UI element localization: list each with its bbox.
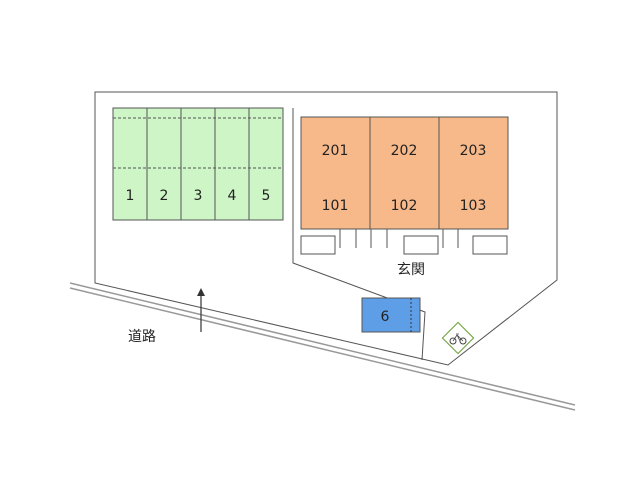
room-201: 201 <box>322 143 349 159</box>
inner-boundary <box>292 108 426 361</box>
bicycle-icon <box>441 321 475 355</box>
apartment-building: 201 202 203 101 102 103 <box>300 116 509 255</box>
parking-space-1: 1 <box>126 188 135 204</box>
parking-area: 1 2 3 4 5 <box>112 107 284 221</box>
room-203: 203 <box>460 143 487 159</box>
entrance-label: 玄関 <box>397 261 425 278</box>
room-202: 202 <box>391 143 418 159</box>
parking-space-4: 4 <box>228 188 237 204</box>
arrow-up-icon <box>197 288 205 332</box>
parking-space-3: 3 <box>194 188 203 204</box>
road-label: 道路 <box>128 329 156 345</box>
building-block <box>300 116 509 230</box>
parking-space-5: 5 <box>262 188 271 204</box>
room-103: 103 <box>460 198 487 214</box>
parking-space-6-label: 6 <box>381 309 390 325</box>
parking-space-2: 2 <box>160 188 169 204</box>
room-102: 102 <box>391 198 418 214</box>
parking-space-6: 6 <box>361 297 421 333</box>
road <box>69 282 576 411</box>
room-101: 101 <box>322 198 349 214</box>
parking-block <box>112 107 284 221</box>
entrance-porches <box>300 229 508 255</box>
